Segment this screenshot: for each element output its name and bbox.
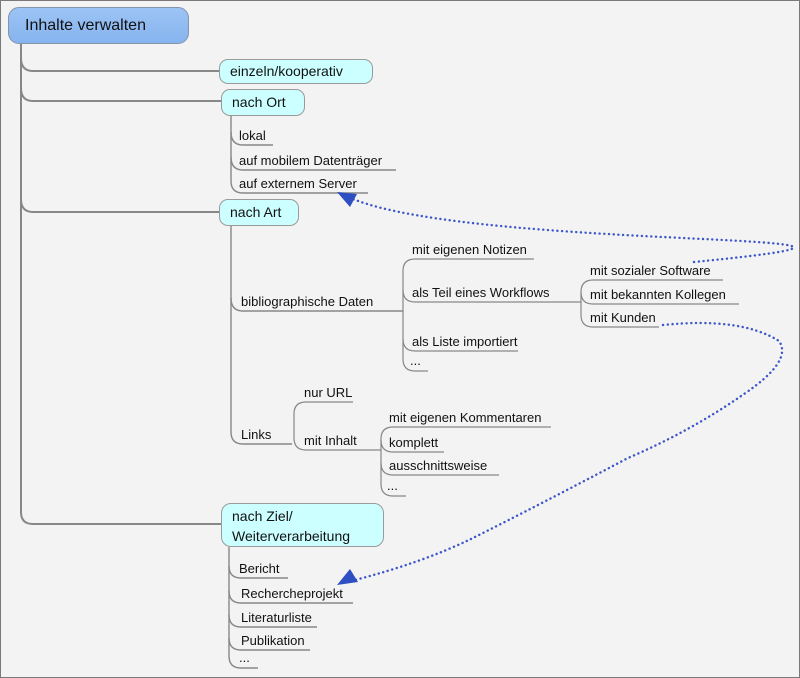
edge-root-to-einzeln — [20, 57, 219, 72]
node-nach-ziel-line2: Weiterverarbeitung — [232, 528, 351, 544]
node-mit-bekannten-kollegen[interactable]: mit bekannten Kollegen — [590, 287, 726, 302]
node-auf-externem-server[interactable]: auf externem Server — [239, 176, 357, 191]
edge-links-bracket — [293, 401, 381, 451]
node-biblio-ellipsis[interactable]: ... — [410, 353, 421, 368]
node-lokal[interactable]: lokal — [239, 128, 266, 143]
arrowhead-externem — [337, 192, 357, 207]
node-bericht[interactable]: Bericht — [239, 561, 280, 576]
edge-mit-inhalt-bracket — [380, 426, 406, 497]
node-nur-url[interactable]: nur URL — [304, 385, 353, 400]
edge-root-to-nach-art — [20, 198, 219, 213]
node-bibliographische-daten[interactable]: bibliographische Daten — [241, 294, 374, 309]
edge-biblio-bracket — [402, 258, 428, 372]
node-root-label: Inhalte verwalten — [25, 16, 146, 34]
edge-to-lokal — [230, 131, 273, 146]
edge-trunk-root-to-nach-ziel — [20, 44, 221, 525]
node-root[interactable]: Inhalte verwalten — [8, 7, 189, 44]
node-publikation[interactable]: Publikation — [241, 633, 305, 648]
edge-to-komplett — [380, 439, 444, 453]
node-mit-eigenen-kommentaren[interactable]: mit eigenen Kommentaren — [389, 410, 542, 425]
node-auf-mobilem-datentraeger[interactable]: auf mobilem Datenträger — [239, 153, 383, 168]
arrow-link-kunden-to-recherche — [353, 321, 784, 582]
edge-nach-ziel-trunk — [228, 547, 258, 669]
node-als-teil-eines-workflows[interactable]: als Teil eines Workflows — [412, 285, 550, 300]
edge-root-to-nach-ort — [20, 87, 221, 102]
edge-to-mobilem — [230, 156, 396, 171]
node-als-liste-importiert[interactable]: als Liste importiert — [412, 334, 518, 349]
edge-to-recherche — [228, 590, 353, 604]
node-nach-ziel-line1: nach Ziel/ — [232, 508, 293, 524]
node-ziel-ellipsis[interactable]: ... — [239, 650, 250, 665]
node-nach-ziel[interactable]: nach Ziel/ Weiterverarbeitung — [221, 503, 384, 547]
node-links[interactable]: Links — [241, 427, 272, 442]
edge-to-bericht — [228, 565, 288, 579]
node-ausschnittsweise[interactable]: ausschnittsweise — [389, 458, 488, 473]
arrow-link-sozialer-to-externem — [351, 197, 795, 264]
node-einzeln-kooperativ[interactable]: einzeln/kooperativ — [219, 59, 373, 84]
node-komplett[interactable]: komplett — [389, 435, 439, 450]
edge-nach-art-trunk — [230, 226, 292, 445]
node-nach-art-label: nach Art — [230, 204, 282, 220]
node-nach-ort[interactable]: nach Ort — [221, 89, 305, 116]
edge-to-kollegen — [580, 291, 739, 305]
node-einzeln-label: einzeln/kooperativ — [230, 63, 343, 79]
edge-to-workflow — [402, 289, 581, 303]
edge-to-liste — [402, 338, 518, 352]
node-mit-inhalt[interactable]: mit Inhalt — [304, 433, 357, 448]
node-nach-ort-label: nach Ort — [232, 94, 286, 110]
edge-to-publikation — [228, 637, 310, 651]
edge-to-literatur — [228, 614, 317, 628]
edge-to-biblio — [230, 297, 403, 312]
node-nach-art[interactable]: nach Art — [219, 199, 299, 226]
node-mit-sozialer-software[interactable]: mit sozialer Software — [590, 263, 711, 278]
edge-workflow-bracket — [580, 279, 659, 328]
node-rechercheprojekt[interactable]: Rechercheprojekt — [241, 586, 343, 601]
arrowhead-recherche — [337, 569, 358, 585]
node-mit-kunden[interactable]: mit Kunden — [590, 310, 656, 325]
edge-to-ausschnitt — [380, 462, 499, 476]
edge-nach-ort-trunk — [230, 116, 368, 194]
node-mit-eigenen-notizen[interactable]: mit eigenen Notizen — [412, 242, 527, 257]
node-mit-inhalt-ellipsis[interactable]: ... — [387, 478, 398, 493]
node-literaturliste[interactable]: Literaturliste — [241, 610, 312, 625]
